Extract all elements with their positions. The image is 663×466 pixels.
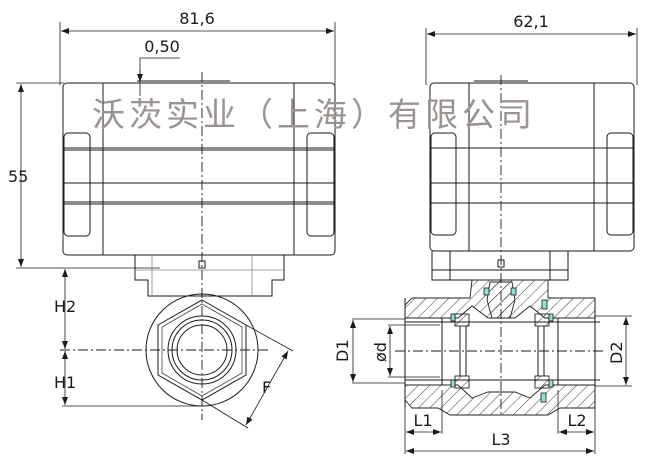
dim-f-label: F <box>262 378 271 397</box>
dim-l1-label: L1 <box>413 411 432 430</box>
seal <box>548 379 554 388</box>
front-view: 81,6 0,50 55 <box>8 9 336 429</box>
dim-h2-label: H2 <box>54 297 76 316</box>
seal <box>450 313 456 322</box>
dim-width-label: 81,6 <box>179 9 215 28</box>
side-view: 62,1 <box>333 12 638 454</box>
seal <box>548 313 554 322</box>
dim-d-label: ød <box>371 342 390 362</box>
dim-l3-label: L3 <box>491 430 510 449</box>
seat-left-bottom <box>454 375 470 389</box>
seat-left-top <box>454 313 470 327</box>
seal <box>483 287 490 296</box>
left-clip <box>63 132 91 237</box>
dim-f-line <box>245 350 289 426</box>
leader-line <box>139 57 180 96</box>
dim-top-offset-label: 0,50 <box>144 37 180 56</box>
dim-h1-label: H1 <box>54 373 76 392</box>
extension-line <box>201 399 249 429</box>
right-clip <box>306 132 335 237</box>
seal <box>541 299 548 310</box>
left-clip <box>430 132 457 236</box>
dim-height-label: 55 <box>8 167 28 186</box>
side-actuator-body <box>429 82 635 252</box>
side-bracket <box>431 251 569 281</box>
actuator-body <box>62 82 336 256</box>
seal <box>510 287 517 296</box>
company-watermark: 沃茨实业（上海）有限公司 <box>92 95 536 134</box>
right-clip <box>606 132 634 236</box>
extension-line <box>245 324 294 352</box>
seat-right-bottom <box>534 375 550 389</box>
dim-d1-label: D1 <box>333 340 352 363</box>
dim-d2-label: D2 <box>607 342 626 365</box>
seal <box>540 392 547 403</box>
dim-side-width-label: 62,1 <box>513 12 549 31</box>
seal <box>450 379 456 388</box>
seat-right-top <box>534 313 550 327</box>
dim-l2-label: L2 <box>567 411 586 430</box>
mount-bracket <box>134 255 285 297</box>
